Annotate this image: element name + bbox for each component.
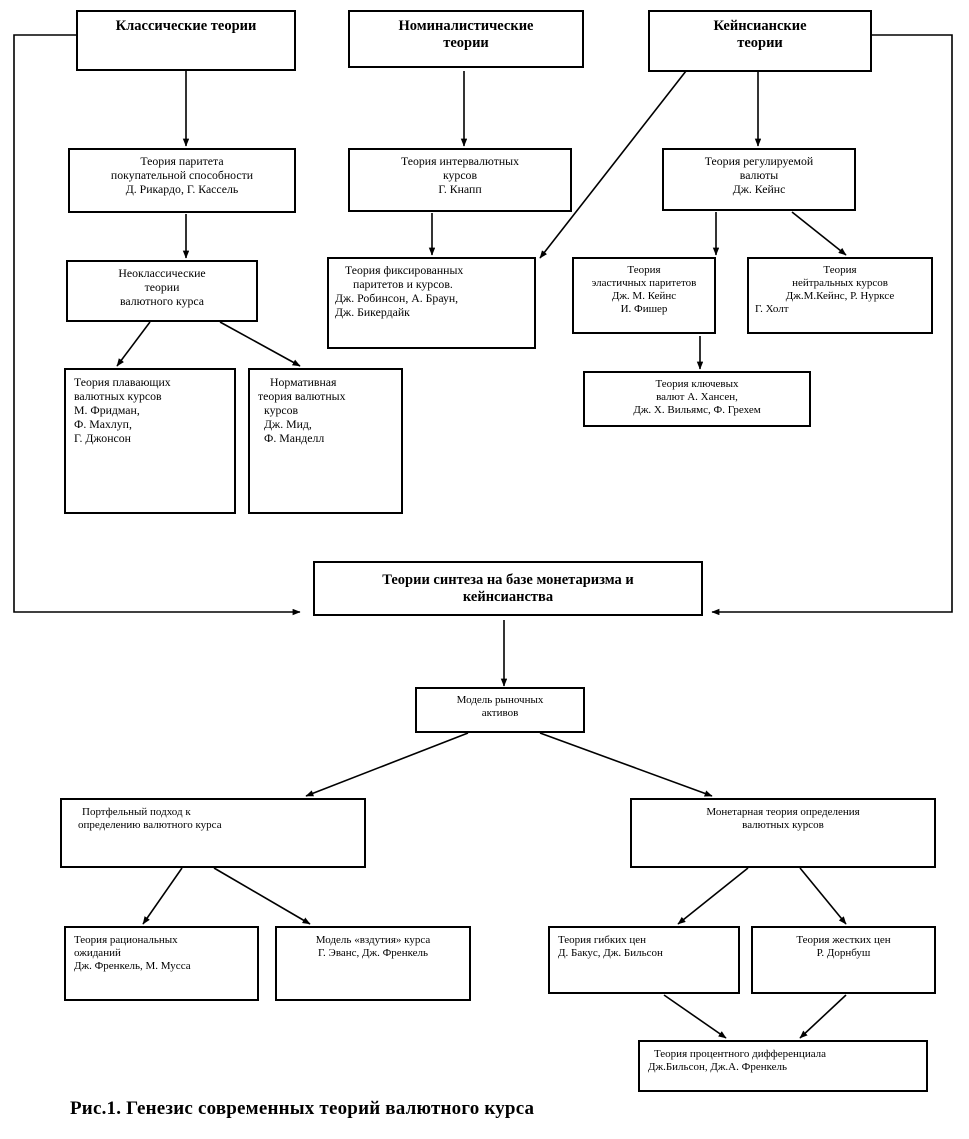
node-market-assets-model[interactable]: Модель рыночных активов	[415, 687, 585, 733]
node-line: ожиданий	[74, 946, 121, 959]
node-regulated-currency[interactable]: Теория регулируемой валюты Дж. Кейнс	[662, 148, 856, 211]
node-intervalute-rates[interactable]: Теория интервалютных курсов Г. Кнапп	[348, 148, 572, 212]
node-line: Теория жестких цен	[796, 934, 891, 946]
node-line: Дж. Мид,	[264, 416, 312, 431]
node-line: теории	[144, 279, 180, 294]
node-line: курсов	[442, 167, 478, 182]
node-line: Кейнсианские	[713, 18, 807, 34]
node-line: Теория рациональных	[74, 934, 178, 946]
node-line: Монетарная теория определения	[706, 806, 860, 818]
node-line: Теория гибких цен	[558, 934, 647, 946]
node-line: Дж.М.Кейнс, Р. Нурксе	[785, 289, 895, 302]
node-line: Теория	[627, 264, 661, 276]
node-key-currencies[interactable]: Теория ключевых валют А. Хансен, Дж. Х. …	[583, 371, 811, 427]
node-line: Д. Рикардо, Г. Кассель	[125, 181, 239, 196]
node-line: Дж. Х. Вильямс, Ф. Грехем	[633, 403, 761, 416]
node-line: теория валютных	[258, 388, 346, 403]
node-sticky-prices[interactable]: Теория жестких цен Р. Дорнбуш	[751, 926, 936, 994]
node-line: Д. Бакус, Дж. Бильсон	[558, 946, 663, 959]
node-line: эластичных паритетов	[591, 276, 697, 289]
node-line: валют А. Хансен,	[656, 390, 738, 403]
node-line: Неоклассические	[118, 266, 206, 280]
node-line: Классические теории	[115, 18, 257, 34]
node-line: Ф. Манделл	[264, 430, 325, 445]
node-line: паритетов и курсов.	[353, 276, 453, 291]
node-line: Теория плавающих	[74, 375, 171, 389]
node-line: курсов	[264, 402, 299, 417]
node-flexible-prices[interactable]: Теория гибких цен Д. Бакус, Дж. Бильсон	[548, 926, 740, 994]
node-fixed-parities[interactable]: Теория фиксированных паритетов и курсов.…	[327, 257, 536, 349]
node-line: Г. Холт	[755, 302, 789, 315]
node-line: И. Фишер	[620, 302, 668, 315]
figure-caption: Рис.1. Генезис современных теорий валютн…	[70, 1098, 535, 1119]
node-line: Р. Дорнбуш	[816, 946, 871, 959]
node-line: Теория ключевых	[655, 378, 739, 390]
node-synthesis-theories[interactable]: Теории синтеза на базе монетаризма и кей…	[313, 561, 703, 616]
node-line: кейнсианства	[462, 589, 554, 606]
node-line: Портфельный подход к	[82, 806, 191, 818]
node-nominalistic-theories[interactable]: Номиналистические теории	[348, 10, 584, 68]
node-line: Теория регулируемой	[704, 154, 814, 168]
node-line: определению валютного курса	[78, 818, 222, 831]
node-line: Модель рыночных	[456, 694, 544, 706]
node-keynesian-theories[interactable]: Кейнсианские теории	[648, 10, 872, 72]
node-line: валютных курсов	[742, 818, 824, 831]
node-line: теории	[737, 35, 783, 52]
node-line: Нормативная	[270, 375, 337, 389]
node-line: Дж.Бильсон, Дж.А. Френкель	[648, 1060, 788, 1073]
node-purchasing-power-parity[interactable]: Теория паритета покупательной способност…	[68, 148, 296, 213]
node-line: Дж. Бикердайк	[335, 304, 410, 319]
node-line: Модель «вздутия» курса	[315, 934, 431, 946]
node-line: Г. Кнапп	[438, 181, 482, 196]
node-line: покупательной способности	[110, 167, 254, 182]
node-line: Теория	[823, 264, 857, 276]
node-line: Дж. Кейнс	[732, 181, 786, 196]
node-portfolio-approach[interactable]: Портфельный подход к определению валютно…	[60, 798, 366, 868]
node-neutral-rates[interactable]: Теория нейтральных курсов Дж.М.Кейнс, Р.…	[747, 257, 933, 334]
node-line: Номиналистические	[398, 18, 534, 34]
node-floating-rates[interactable]: Теория плавающих валютных курсов М. Фрид…	[64, 368, 236, 514]
node-bubble-model[interactable]: Модель «вздутия» курса Г. Эванс, Дж. Фре…	[275, 926, 471, 1001]
node-line: Дж. М. Кейнс	[611, 289, 677, 302]
node-neoclassical-exchange-rate[interactable]: Неоклассические теории валютного курса	[66, 260, 258, 322]
node-rational-expectations[interactable]: Теория рациональных ожиданий Дж. Френкел…	[64, 926, 259, 1001]
node-line: Теории синтеза на базе монетаризма и	[382, 572, 634, 588]
node-normative-theory[interactable]: Нормативная теория валютных курсов Дж. М…	[248, 368, 403, 514]
node-line: Дж. Френкель, М. Мусса	[74, 959, 191, 972]
node-elastic-parities[interactable]: Теория эластичных паритетов Дж. М. Кейнс…	[572, 257, 716, 334]
node-line: Теория процентного дифференциала	[654, 1048, 827, 1060]
node-line: Теория интервалютных	[401, 154, 519, 168]
node-line: активов	[481, 706, 519, 719]
node-monetary-theory[interactable]: Монетарная теория определения валютных к…	[630, 798, 936, 868]
node-line: валюты	[739, 167, 779, 182]
node-line: М. Фридман,	[74, 402, 140, 417]
node-classical-theories[interactable]: Классические теории	[76, 10, 296, 71]
node-line: валютного курса	[119, 293, 205, 308]
node-line: валютных курсов	[74, 388, 162, 403]
node-line: нейтральных курсов	[792, 276, 888, 289]
node-line: Теория паритета	[140, 154, 224, 168]
node-interest-differential[interactable]: Теория процентного дифференциала Дж.Биль…	[638, 1040, 928, 1092]
node-line: Г. Эванс, Дж. Френкель	[317, 946, 429, 959]
node-line: теории	[443, 35, 489, 52]
node-line: Г. Джонсон	[74, 430, 131, 445]
node-line: Дж. Робинсон, А. Браун,	[335, 290, 459, 305]
node-line: Теория фиксированных	[345, 263, 464, 277]
node-line: Ф. Махлуп,	[74, 416, 132, 431]
